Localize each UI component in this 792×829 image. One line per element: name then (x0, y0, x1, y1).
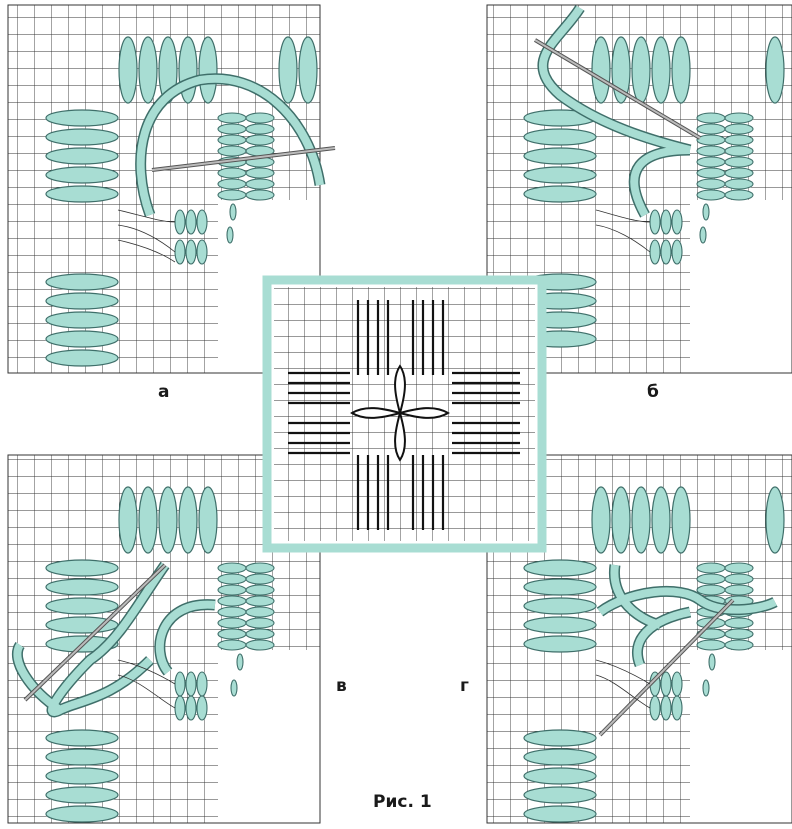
figure-caption: Рис. 1 (373, 792, 432, 812)
panel-g-label: г (460, 676, 469, 696)
center-detail (267, 280, 542, 548)
stitch-group-top-v (119, 487, 217, 553)
panel-b-label: б (647, 382, 659, 402)
panel-v-label: в (336, 676, 347, 696)
panel-a-label: а (158, 382, 169, 402)
